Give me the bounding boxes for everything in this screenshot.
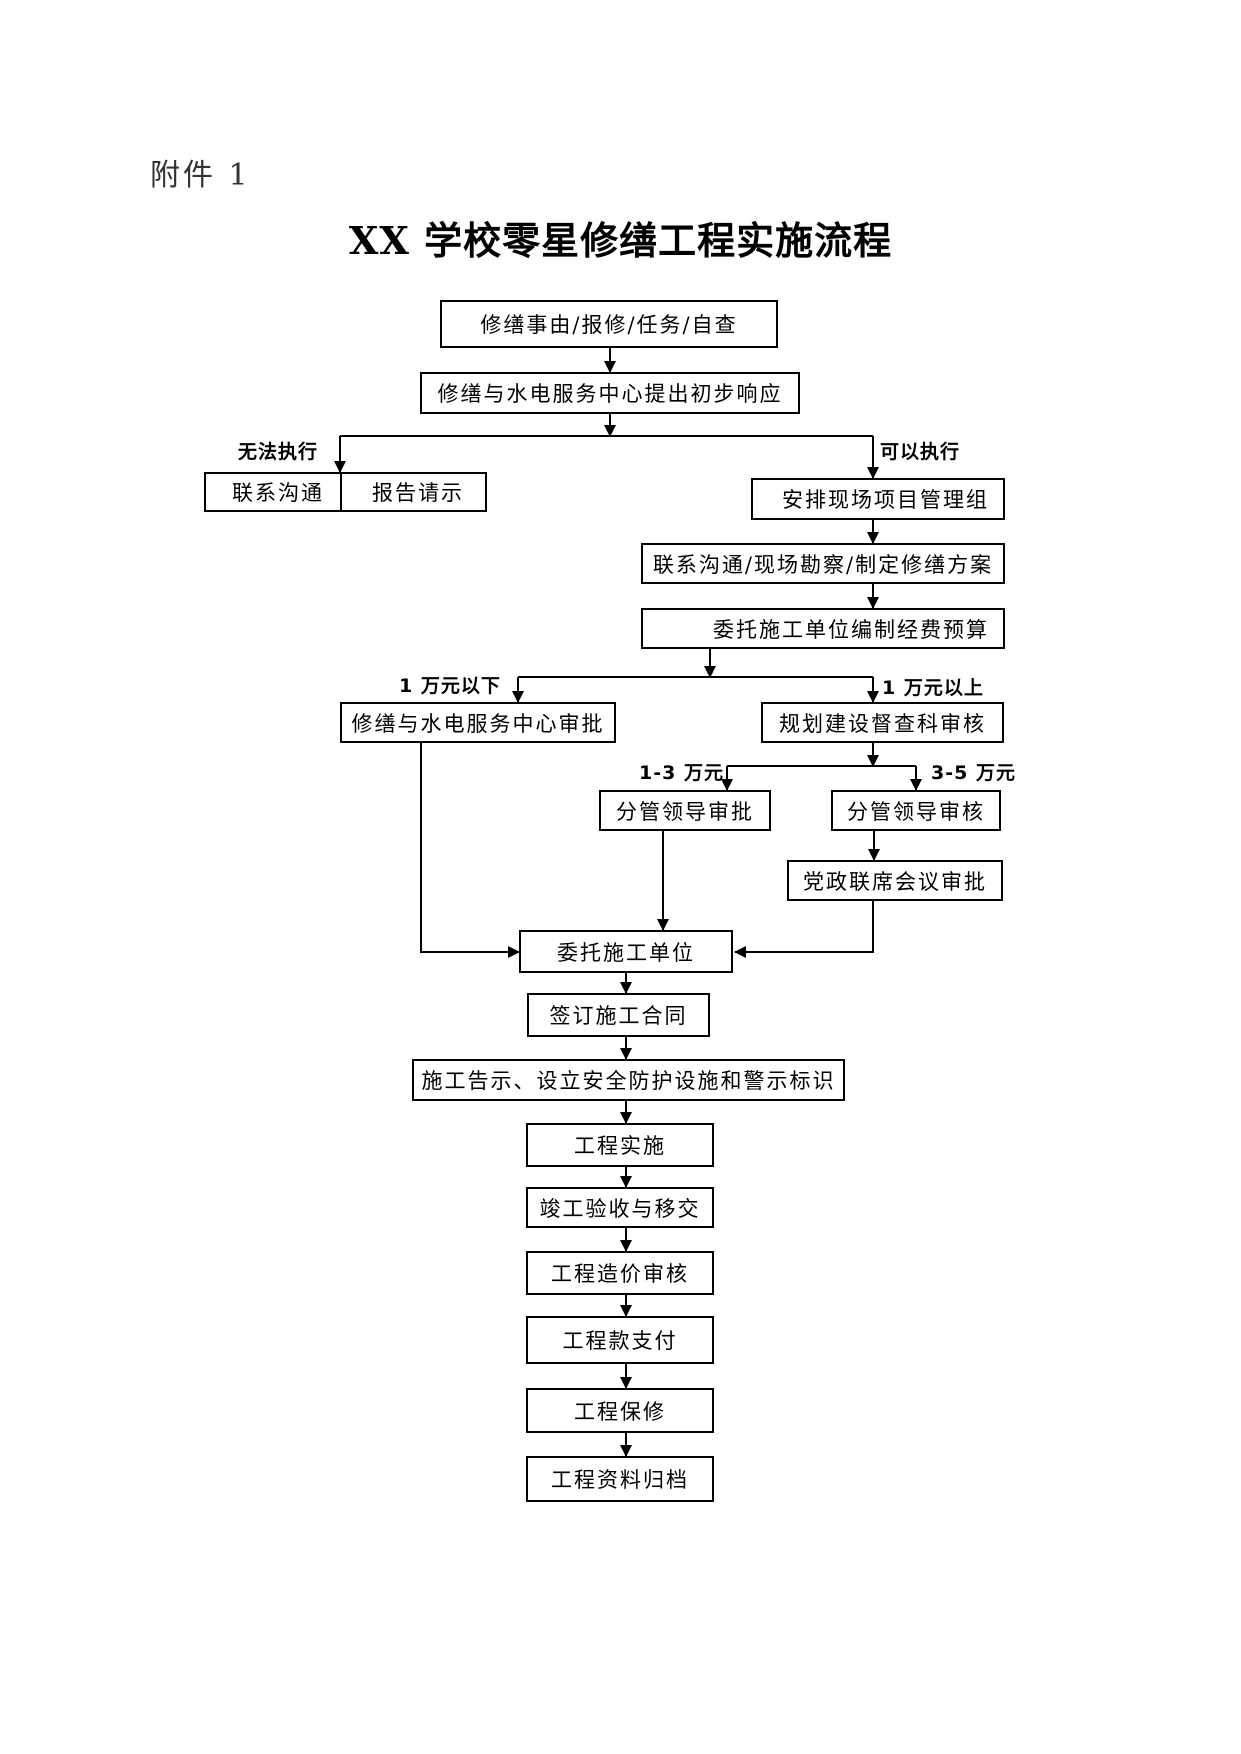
step-payment: 工程款支付 [526, 1316, 714, 1364]
branch-label-below-10k: 1 万元以下 [399, 675, 501, 697]
branch-label-above-10k: 1 万元以上 [882, 677, 984, 699]
annex-label: 附件 1 [150, 158, 251, 193]
step-acceptance-handover: 竣工验收与移交 [526, 1187, 714, 1228]
step-cost-audit: 工程造价审核 [526, 1251, 714, 1295]
step-service-center-approval: 修缮与水电服务中心审批 [340, 702, 616, 743]
step-planning-review: 规划建设督查科审核 [761, 702, 1004, 743]
step-joint-meeting-approval: 党政联席会议审批 [787, 860, 1003, 901]
step-archiving: 工程资料归档 [526, 1456, 714, 1502]
report-label: 报告请示 [372, 481, 464, 505]
page-title: XX 学校零星修缮工程实施流程 [348, 218, 893, 263]
step-start: 修缮事由/报修/任务/自查 [440, 300, 778, 348]
step-commission-contractor: 委托施工单位 [519, 930, 733, 973]
branch-label-cannot-execute: 无法执行 [238, 441, 319, 463]
box-cannot-execute: 联系沟通 报告请示 [204, 472, 487, 512]
branch-label-1-3: 1-3 万元 [639, 762, 724, 784]
step-warranty: 工程保修 [526, 1388, 714, 1433]
step-sign-contract: 签订施工合同 [527, 993, 710, 1037]
box-divider [340, 474, 342, 512]
contact-label: 联系沟通 [232, 481, 324, 505]
step-leader-approval: 分管领导审批 [599, 790, 771, 831]
step-arrange-team: 安排现场项目管理组 [751, 478, 1005, 520]
step-safety-notice: 施工告示、设立安全防护设施和警示标识 [412, 1059, 845, 1101]
step-survey-plan: 联系沟通/现场勘察/制定修缮方案 [641, 543, 1005, 584]
step-leader-review: 分管领导审核 [831, 790, 1001, 831]
branch-label-3-5: 3-5 万元 [931, 762, 1016, 784]
step-initial-response: 修缮与水电服务中心提出初步响应 [420, 372, 800, 414]
branch-label-can-execute: 可以执行 [880, 441, 961, 463]
step-budget: 委托施工单位编制经费预算 [641, 608, 1005, 649]
step-implementation: 工程实施 [526, 1123, 714, 1167]
